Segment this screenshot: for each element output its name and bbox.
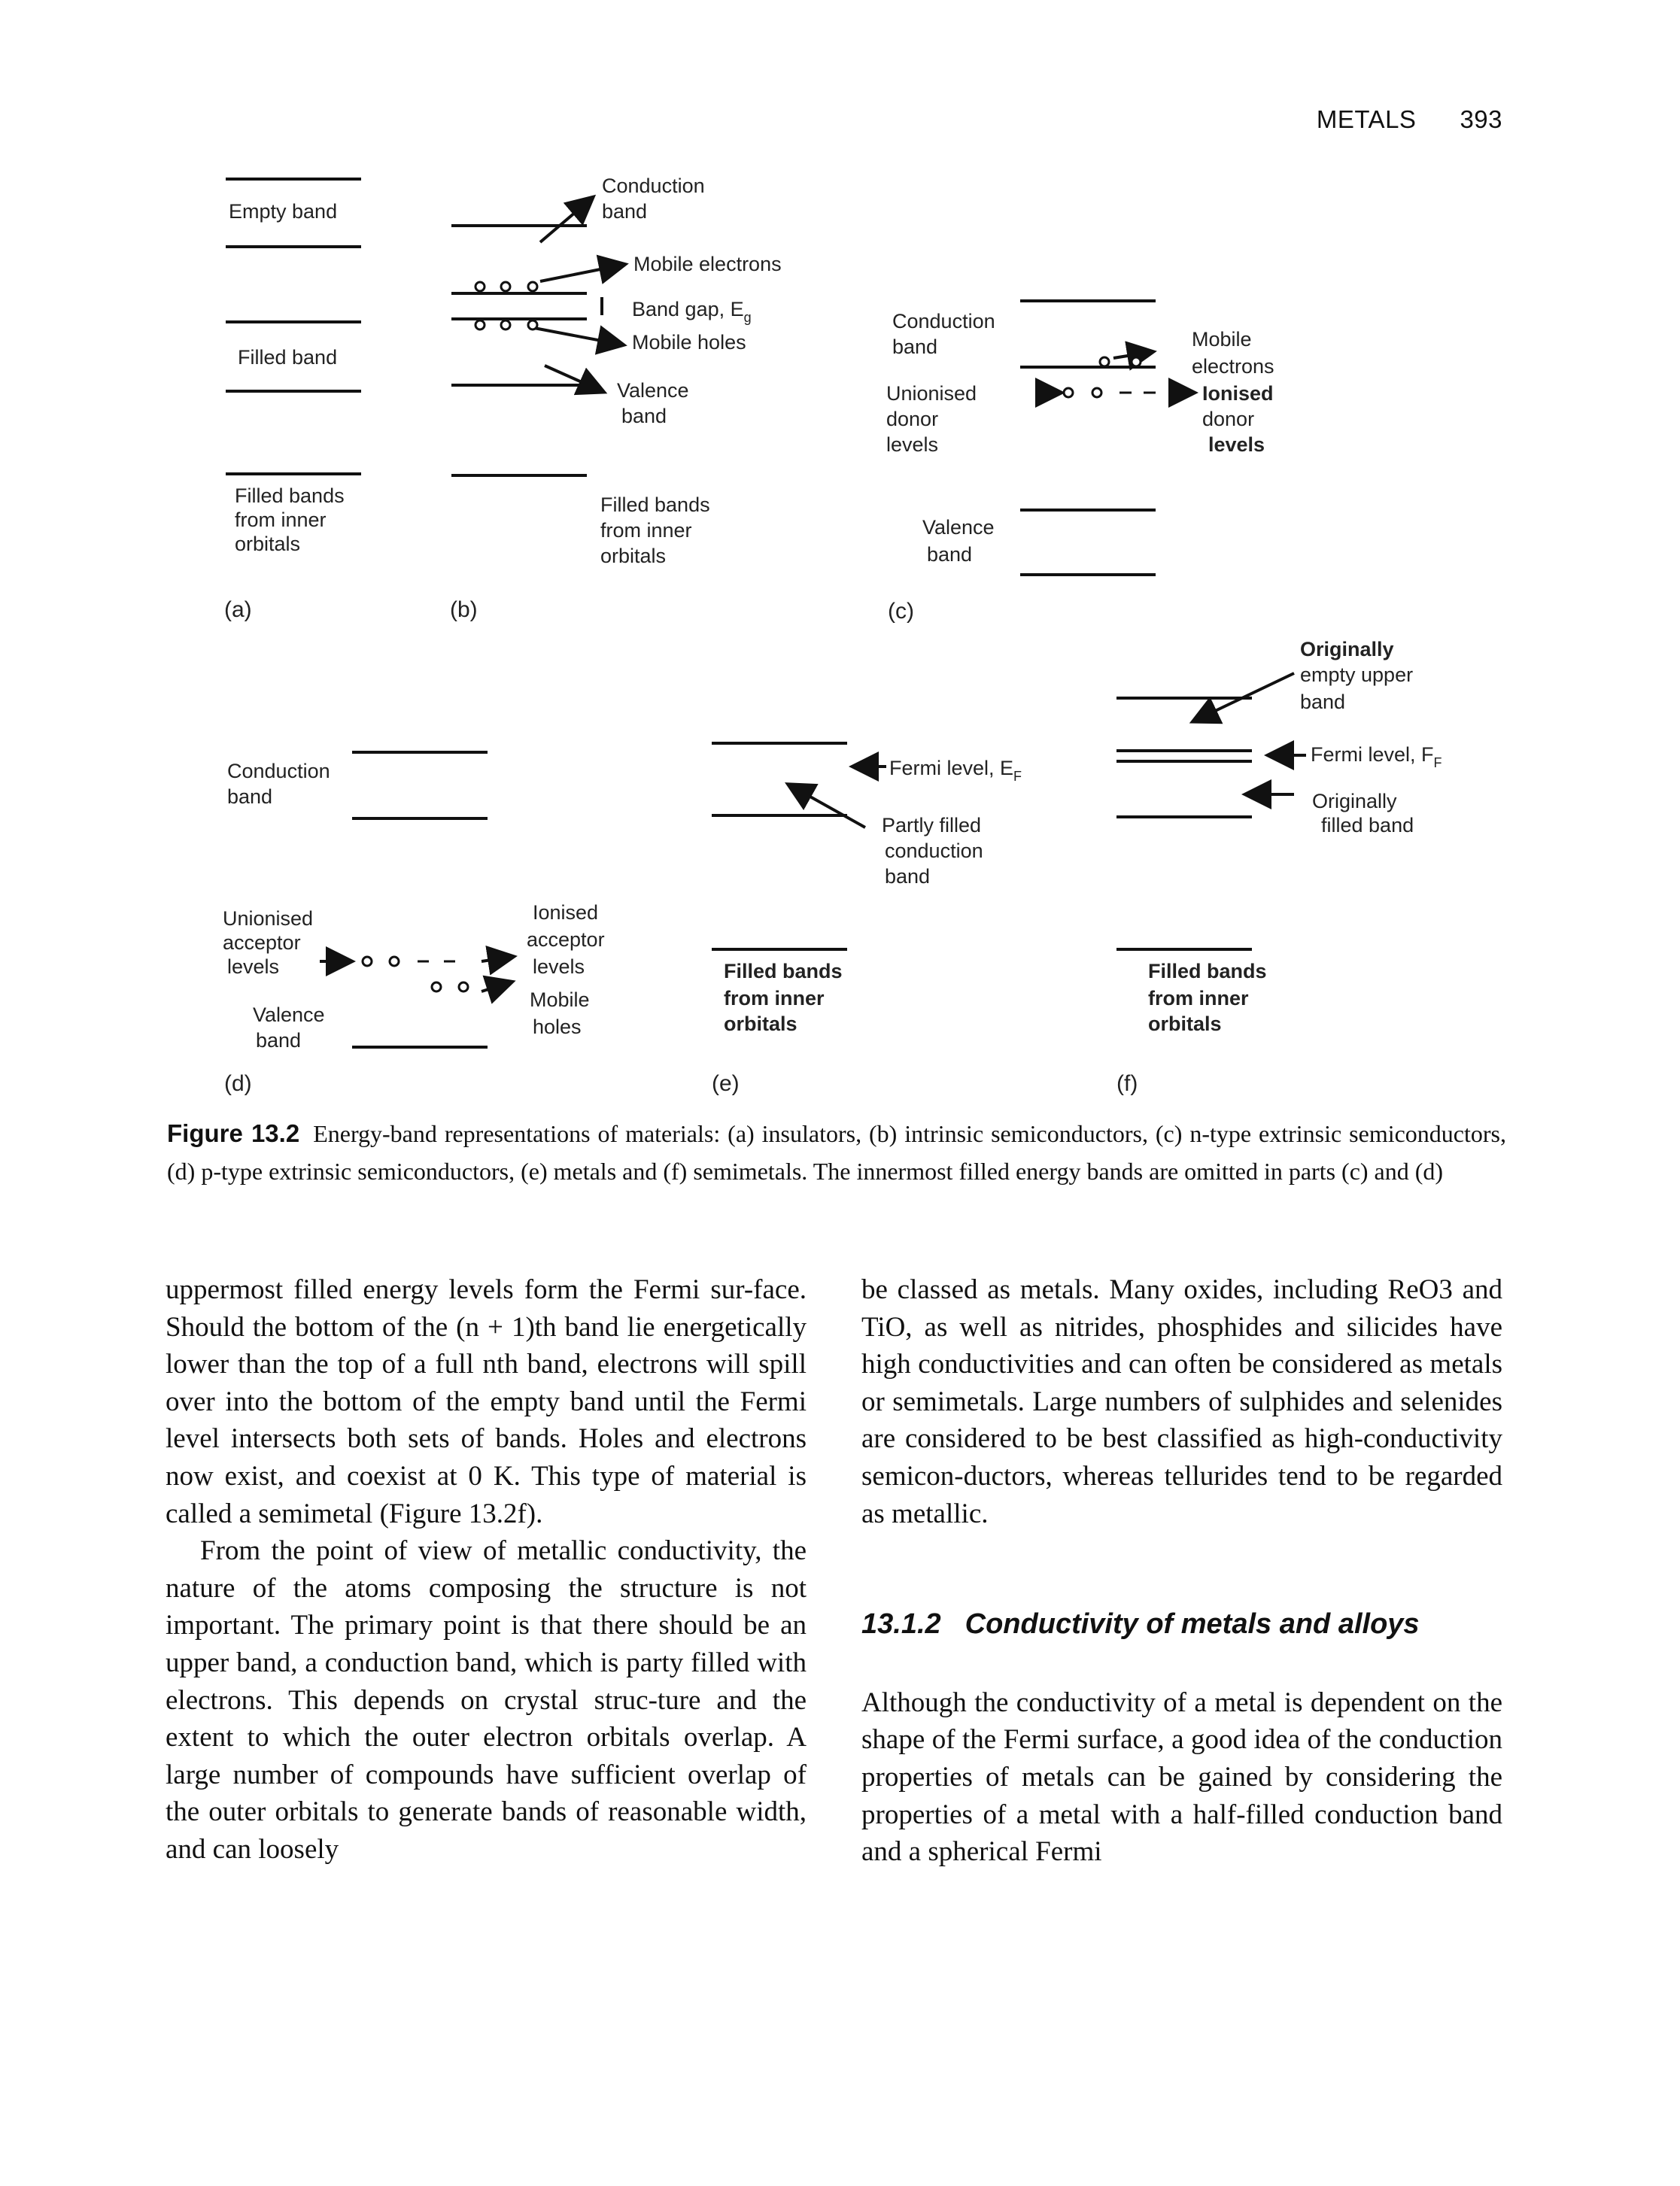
left-column: uppermost filled energy levels form the …: [166, 1271, 807, 1869]
panel-d-mob-2: holes: [533, 1016, 582, 1038]
panel-c-cond-1: Conduction: [892, 310, 995, 332]
panel-b-val-2: band: [621, 405, 667, 427]
section-title: Conductivity of metals and alloys: [965, 1608, 1420, 1641]
panel-e-inner-3: orbitals: [724, 1013, 797, 1035]
panel-a-inner-2: from inner: [235, 509, 327, 531]
panel-d-ion-1: Ionised: [533, 901, 598, 924]
panel-d-un-2: acceptor: [223, 931, 301, 954]
panel-f-inner-3: orbitals: [1148, 1013, 1222, 1035]
panel-c-ion-3: levels: [1208, 433, 1265, 456]
panel-e-part-1: Partly filled: [882, 814, 981, 836]
panel-b-val-1: Valence: [617, 379, 689, 402]
energy-band-figure: Empty band Filled band Filled bands from…: [223, 175, 1442, 1096]
panel-f-inner-2: from inner: [1148, 987, 1249, 1010]
panel-c-val-1: Valence: [922, 516, 995, 539]
panel-d-ion-2: acceptor: [527, 928, 605, 951]
panel-b-cond-1: Conduction: [602, 175, 705, 197]
panel-c-label: (c): [888, 599, 914, 624]
panel-b-band-gap: Band gap, Eg: [632, 298, 752, 325]
panel-b-inner-3: orbitals: [600, 545, 666, 567]
panel-b-inner-2: from inner: [600, 519, 692, 542]
panel-b-cond-2: band: [602, 200, 647, 223]
panel-d-cond-2: band: [227, 785, 272, 808]
panel-c-cond-2: band: [892, 335, 937, 358]
panel-d-cond-1: Conduction: [227, 760, 330, 782]
panel-d-val-2: band: [256, 1029, 301, 1052]
panel-d-val-1: Valence: [253, 1003, 325, 1026]
panel-b-label: (b): [450, 597, 478, 622]
running-title: METALS: [1316, 105, 1417, 133]
empty-band-label: Empty band: [229, 200, 337, 223]
panel-c-un-2: donor: [886, 408, 938, 430]
panel-d-mob-1: Mobile: [530, 988, 590, 1011]
left-paragraph-1: uppermost filled energy levels form the …: [166, 1274, 807, 1529]
panel-c-mob-2: electrons: [1192, 355, 1274, 378]
figure-label: Figure 13.2: [167, 1119, 300, 1147]
panel-f-ofill-2: filled band: [1321, 814, 1414, 836]
right-paragraph-2: Although the conductivity of a metal is …: [861, 1687, 1502, 1868]
panel-d-un-3: levels: [227, 955, 279, 978]
panel-f-label: (f): [1116, 1071, 1138, 1096]
panel-f-fermi: Fermi level, FF: [1311, 743, 1442, 770]
panel-e-part-2: conduction: [885, 839, 983, 862]
panel-d-un-1: Unionised: [223, 907, 313, 930]
running-header: METALS 393: [1317, 105, 1502, 134]
caption-text: Energy-band representations of materials…: [167, 1120, 1507, 1185]
panel-a-label: (a): [224, 597, 252, 622]
panel-e-part-3: band: [885, 865, 930, 888]
section-number: 13.1.2: [861, 1608, 941, 1641]
left-paragraph-2: From the point of view of metallic condu…: [166, 1535, 807, 1865]
right-paragraph-1: be classed as metals. Many oxides, inclu…: [861, 1274, 1502, 1529]
panel-b-mobile-electrons: Mobile electrons: [633, 253, 782, 275]
filled-band-label: Filled band: [238, 346, 337, 369]
panel-e-label: (e): [712, 1071, 740, 1096]
panel-f-orig-1: Originally: [1300, 638, 1394, 660]
section-heading: 13.1.2 Conductivity of metals and alloys: [861, 1606, 1502, 1644]
panel-e-inner-1: Filled bands: [724, 960, 843, 982]
panel-f-orig-3: band: [1300, 691, 1345, 713]
panel-a-inner-3: orbitals: [235, 533, 300, 555]
panel-d-ion-3: levels: [533, 955, 585, 978]
right-column: be classed as metals. Many oxides, inclu…: [861, 1271, 1502, 1871]
panel-c-ion-2: donor: [1202, 408, 1254, 430]
panel-e-fermi: Fermi level, EF: [889, 757, 1022, 784]
panel-f-ofill-1: Originally: [1312, 790, 1397, 812]
page-number: 393: [1460, 105, 1502, 133]
panel-c-ion-1: Ionised: [1202, 382, 1274, 405]
panel-a-inner-1: Filled bands: [235, 484, 345, 507]
panel-f-inner-1: Filled bands: [1148, 960, 1267, 982]
panel-c-val-2: band: [927, 543, 972, 566]
panel-c-mob-1: Mobile: [1192, 328, 1252, 351]
panel-f-orig-2: empty upper: [1300, 663, 1413, 686]
panel-d-label: (d): [224, 1071, 252, 1096]
panel-b-inner-1: Filled bands: [600, 493, 710, 516]
panel-c-un-1: Unionised: [886, 382, 977, 405]
panel-c-un-3: levels: [886, 433, 938, 456]
panel-e-inner-2: from inner: [724, 987, 825, 1010]
panel-b-mobile-holes: Mobile holes: [632, 331, 746, 354]
